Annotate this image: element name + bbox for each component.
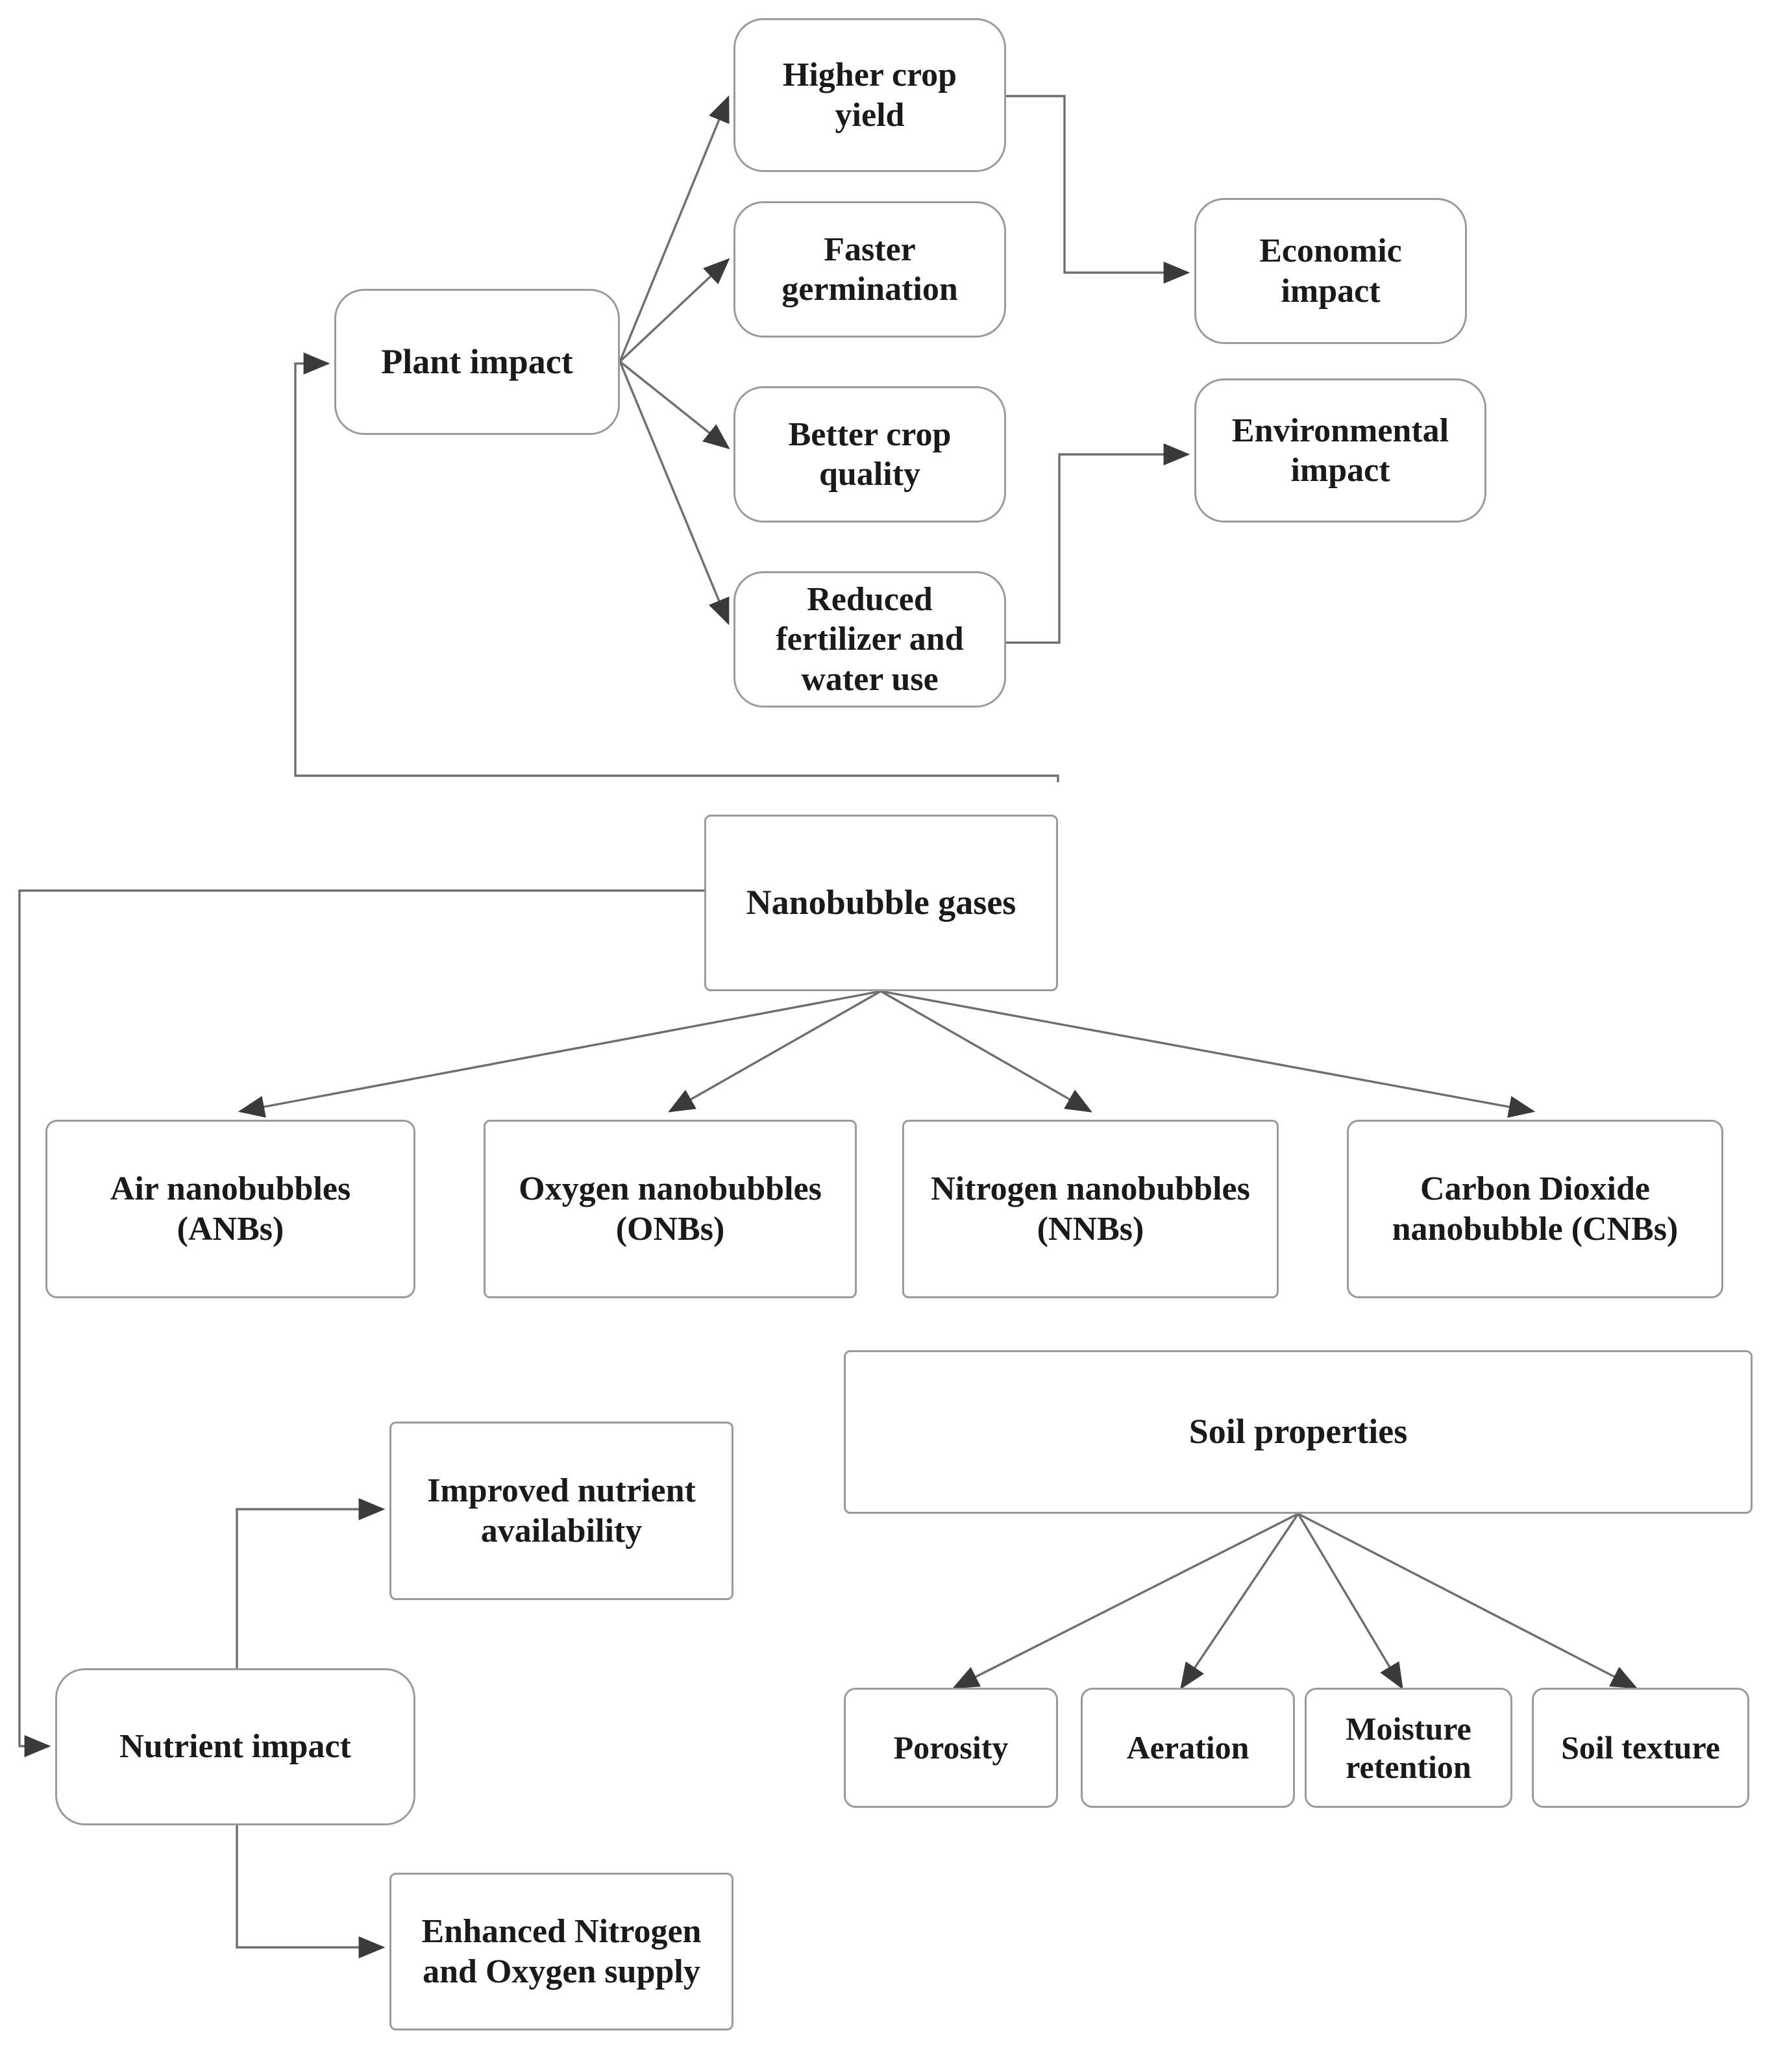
node-reduced-fertilizer-water-use[interactable]: Reduced fertilizer and water use — [733, 571, 1006, 708]
edge-soil-to-porosity — [952, 1512, 1299, 1689]
edge-plant-to-better-quality — [619, 360, 730, 450]
node-porosity[interactable]: Porosity — [844, 1688, 1058, 1808]
edge-soil-to-soil-texture — [1298, 1512, 1638, 1689]
edge-nanobubble-to-nutrient-impact — [18, 889, 704, 1757]
edge-nanobubble-to-nnb — [880, 990, 1092, 1113]
node-improved-nutrient-availability[interactable]: Improved nutrient availability — [389, 1422, 733, 1600]
node-higher-crop-yield[interactable]: Higher crop yield — [733, 18, 1006, 172]
node-nutrient-impact[interactable]: Nutrient impact — [55, 1668, 415, 1825]
node-economic-impact[interactable]: Economic impact — [1194, 198, 1467, 344]
edge-nanobubble-to-anb — [238, 990, 881, 1118]
edge-plant-to-higher-yield — [619, 95, 730, 362]
edge-higher-yield-to-economic — [1006, 95, 1190, 284]
node-environmental-impact[interactable]: Environmental impact — [1194, 378, 1486, 523]
node-plant-impact[interactable]: Plant impact — [334, 289, 620, 435]
node-air-nanobubbles[interactable]: Air nanobubbles (ANBs) — [45, 1120, 415, 1298]
edge-nutrient-to-improved-availability — [236, 1498, 386, 1668]
node-faster-germination[interactable]: Faster germination — [733, 201, 1006, 338]
edge-plant-to-reduced-fertilizer — [619, 361, 730, 626]
node-oxygen-nanobubbles[interactable]: Oxygen nanobubbles (ONBs) — [484, 1120, 857, 1298]
edge-plant-to-faster-germination — [619, 258, 730, 363]
node-better-crop-quality[interactable]: Better crop quality — [733, 386, 1006, 523]
edge-nanobubble-to-onb — [668, 990, 881, 1113]
edge-nanobubble-to-cnb — [880, 990, 1536, 1118]
node-carbon-dioxide-nanobubbles[interactable]: Carbon Dioxide nanobubble (CNBs) — [1347, 1120, 1723, 1298]
node-aeration[interactable]: Aeration — [1081, 1688, 1295, 1808]
node-soil-texture[interactable]: Soil texture — [1532, 1688, 1749, 1808]
node-nitrogen-nanobubbles[interactable]: Nitrogen nanobubbles (NNBs) — [902, 1120, 1279, 1298]
edge-soil-to-moisture-retention — [1297, 1513, 1403, 1690]
edge-nutrient-to-enhanced-supply — [236, 1825, 386, 1958]
node-enhanced-nitrogen-oxygen-supply[interactable]: Enhanced Nitrogen and Oxygen supply — [389, 1873, 733, 2030]
node-soil-properties[interactable]: Soil properties — [844, 1350, 1753, 1514]
node-moisture-retention[interactable]: Moisture retention — [1305, 1688, 1512, 1808]
node-nanobubble-gases[interactable]: Nanobubble gases — [704, 815, 1058, 991]
edge-nanobubble-to-plant-impact — [294, 352, 1059, 782]
edge-reduced-fertilizer-to-environmental — [1006, 443, 1190, 644]
edge-soil-to-aeration — [1180, 1513, 1299, 1690]
